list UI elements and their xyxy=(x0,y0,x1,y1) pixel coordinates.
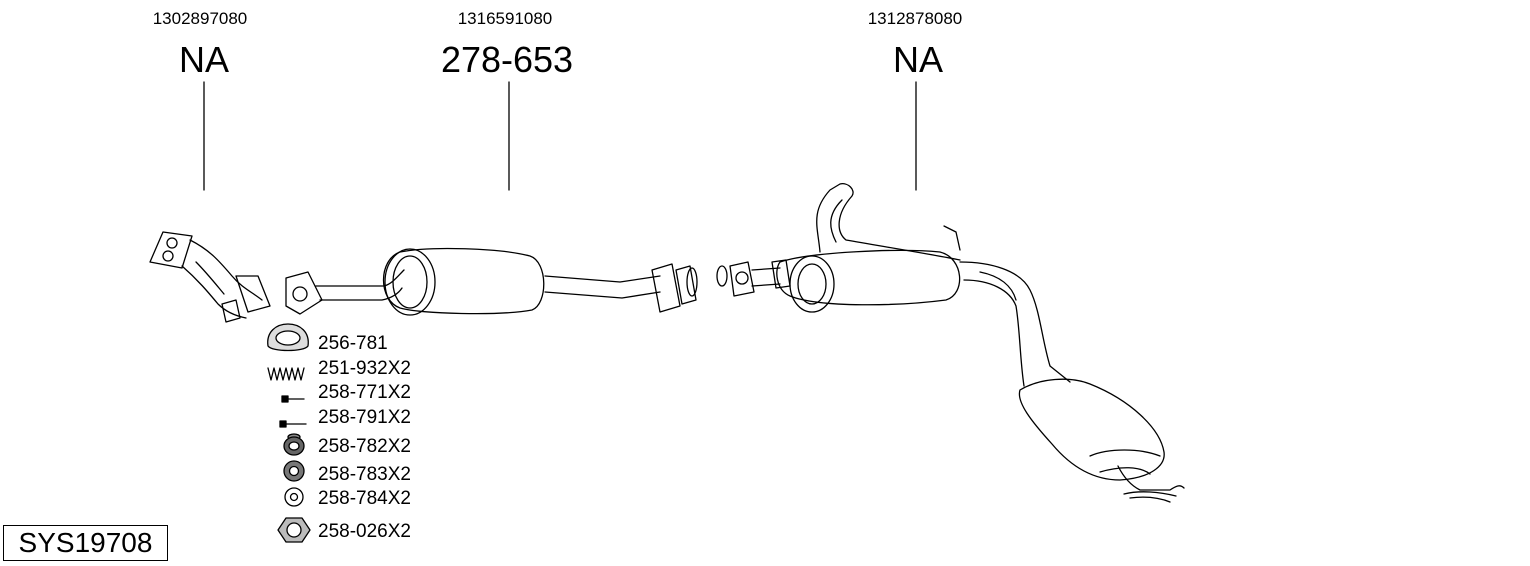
hex-nut-icon xyxy=(277,517,311,543)
front-pipe-drawing xyxy=(149,231,271,323)
washer-icon xyxy=(284,487,304,507)
oem-number: 1302897080 xyxy=(153,9,248,28)
fitting-label: 258-791X2 xyxy=(318,407,411,428)
fitting-label: 258-026X2 xyxy=(318,521,411,542)
fitting-label: 258-771X2 xyxy=(318,382,411,403)
bolt-icon xyxy=(279,420,307,428)
bolt-icon xyxy=(281,395,305,403)
part-label-rear-muffler: 1312878080 NA xyxy=(868,9,963,80)
fitting-label: 258-783X2 xyxy=(318,464,411,485)
fittings-list: 256-781 251-932X2 258-771X2 258-791X2 25… xyxy=(318,333,411,542)
fitting-label: 258-782X2 xyxy=(318,436,411,457)
fitting-label: 258-784X2 xyxy=(318,488,411,509)
center-muffler-drawing xyxy=(285,247,698,316)
gasket-ring-icon xyxy=(267,323,309,352)
system-id: SYS19708 xyxy=(18,527,153,558)
part-code: NA xyxy=(893,39,943,80)
part-label-front-pipe: 1302897080 NA xyxy=(153,9,248,80)
oem-number: 1316591080 xyxy=(458,9,553,28)
spring-washer-stack-icon xyxy=(283,433,305,456)
fitting-label: 256-781 xyxy=(318,333,388,354)
part-code: 278-653 xyxy=(441,39,573,80)
rear-muffler-drawing xyxy=(716,183,1185,503)
thick-washer-icon xyxy=(283,460,305,482)
part-code: NA xyxy=(179,39,229,80)
spring-icon xyxy=(267,367,305,381)
system-id-box: SYS19708 xyxy=(3,525,168,561)
part-label-center-muffler: 1316591080 278-653 xyxy=(441,9,573,80)
fitting-label: 251-932X2 xyxy=(318,358,411,379)
oem-number: 1312878080 xyxy=(868,9,963,28)
